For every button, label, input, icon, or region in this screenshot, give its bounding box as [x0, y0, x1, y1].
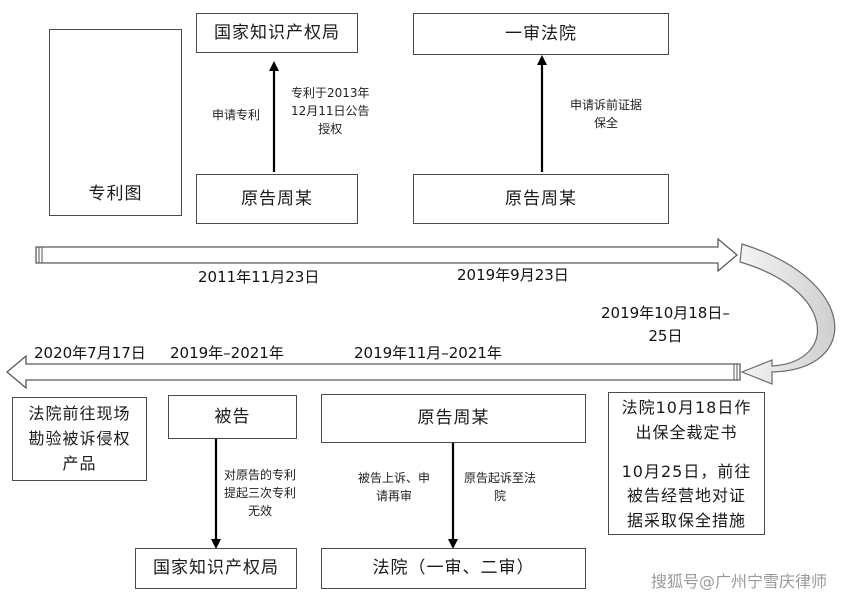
preservation-request-label: 申请诉前证据 保全	[570, 98, 643, 130]
plaintiff-box-2019-label: 原告周某	[505, 188, 577, 209]
grant-label: 专利于2013年 12月11日公告 授权	[291, 86, 370, 136]
watermark-text: 搜狐号@广州宁雪庆律师	[650, 572, 827, 591]
onsite-inspection-box: 法院前往现场 勘验被诉侵权 产品	[12, 397, 147, 481]
patent-figure-caption: 专利图	[88, 184, 143, 205]
timeline-top-arrow	[35, 237, 739, 273]
plaintiff-box-bottom-label: 原告周某	[417, 408, 490, 429]
date-2019-09-23: 2019年9月23日	[457, 266, 569, 284]
plaintiff-box-2011: 原告周某	[196, 174, 358, 224]
timeline-bottom-arrow	[5, 354, 741, 390]
court-box-bottom: 法院（一审、二审）	[321, 548, 586, 589]
range-2019-2021: 2019年–2021年	[170, 344, 284, 362]
first-instance-court-label: 一审法院	[505, 23, 577, 44]
defendant-box-label: 被告	[214, 406, 251, 427]
cnipa-box-bottom: 国家知识产权局	[135, 548, 297, 589]
cnipa-box-top: 国家知识产权局	[196, 13, 358, 53]
ruling-box: 法院10月18日作 出保全裁定书 10月25日，前往 被告经营地对证 据采取保全…	[608, 392, 765, 535]
plaintiff-box-2011-label: 原告周某	[241, 188, 313, 209]
plaintiff-box-2019: 原告周某	[413, 174, 669, 224]
invalidation-label: 对原告的专利 提起三次专利 无效	[224, 468, 297, 518]
patent-figure-box: 专利图	[49, 29, 182, 216]
date-2019-10-18-25: 2019年10月18日– 25日	[601, 304, 730, 345]
timeline-curve-arrow	[739, 243, 836, 385]
court-box-bottom-label: 法院（一审、二审）	[372, 558, 535, 579]
range-2019-11-2021: 2019年11月–2021年	[354, 344, 502, 362]
date-2020-07-17: 2020年7月17日	[34, 344, 146, 362]
first-instance-court-box: 一审法院	[413, 13, 669, 55]
apply-patent-label: 申请专利	[212, 108, 261, 122]
date-2011-11-23: 2011年11月23日	[198, 268, 320, 286]
cnipa-box-top-label: 国家知识产权局	[214, 22, 340, 43]
plaintiff-box-bottom: 原告周某	[321, 394, 586, 443]
defendant-box: 被告	[168, 395, 297, 439]
cnipa-box-bottom-label: 国家知识产权局	[153, 558, 279, 579]
sue-label: 原告起诉至法 院	[464, 471, 537, 503]
appeal-retrial-label: 被告上诉、申 请再审	[358, 471, 431, 503]
